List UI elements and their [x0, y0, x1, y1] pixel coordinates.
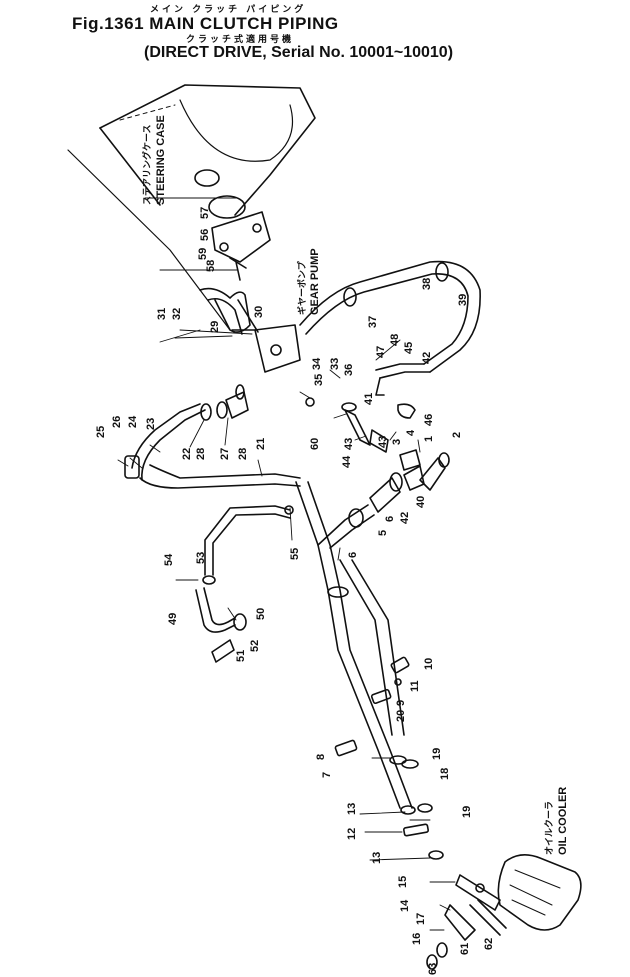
hose-37 — [299, 260, 481, 396]
steering-case-jp-label: ステアリングケース — [141, 124, 152, 205]
part-25-label: 25 — [95, 426, 107, 438]
figure-title: Fig.1361 MAIN CLUTCH PIPING — [72, 14, 339, 33]
part-24-label: 24 — [127, 415, 139, 428]
part-11-label: 11 — [409, 680, 421, 692]
fitting-group-41-44 — [305, 397, 450, 491]
part-58-label: 58 — [205, 260, 217, 272]
part-31-label: 31 — [156, 308, 168, 320]
part-44-label: 44 — [341, 455, 353, 468]
part-13a-label: 13 — [346, 803, 358, 815]
pump-block — [174, 287, 301, 373]
part-22-label: 22 — [181, 448, 193, 460]
part-42a-label: 42 — [421, 352, 433, 364]
part-13b-label: 13 — [371, 852, 383, 864]
part-39-label: 39 — [457, 294, 469, 306]
part-2-label: 2 — [451, 432, 463, 438]
part-18-label: 18 — [439, 768, 451, 780]
flange-plate — [211, 211, 271, 263]
part-17-label: 17 — [415, 913, 427, 925]
leader-lines — [117, 329, 456, 931]
part-19a-label: 19 — [431, 748, 443, 760]
part-41-label: 41 — [363, 393, 375, 405]
part-4-label: 4 — [405, 429, 417, 436]
part-52-label: 52 — [249, 640, 261, 652]
oil-cooler-jp-label: オイルクーラ — [544, 801, 554, 855]
part-49-label: 49 — [167, 613, 179, 625]
part-48-label: 48 — [389, 334, 401, 346]
part-57-label: 57 — [199, 207, 211, 219]
part-59-label: 59 — [197, 248, 209, 260]
part-3-label: 3 — [391, 439, 403, 445]
part-23-label: 23 — [145, 418, 157, 430]
part-47-label: 47 — [375, 346, 387, 358]
part-51-label: 51 — [235, 650, 247, 662]
part-43b-label: 43 — [377, 436, 389, 448]
part-38-label: 38 — [421, 278, 433, 290]
part-53-label: 53 — [195, 552, 207, 564]
title-japanese: メイン クラッチ パイピング — [150, 5, 307, 15]
part-9-label: 9 — [395, 700, 407, 706]
o-ring-57 — [208, 195, 246, 219]
part-55-label: 55 — [289, 548, 301, 560]
hose-fitting-6 — [369, 477, 401, 513]
part-50-label: 50 — [255, 608, 267, 620]
part-63-label: 63 — [427, 963, 439, 975]
subtitle-japanese: クラッチ式適用号機 — [186, 35, 295, 45]
part-14-label: 14 — [399, 899, 411, 912]
oil-cooler-label: OIL COOLER — [557, 787, 569, 855]
part-33-label: 33 — [329, 358, 341, 370]
part-34-label: 34 — [311, 357, 323, 370]
part-6a-label: 6 — [384, 516, 396, 522]
oil-cooler — [426, 854, 582, 970]
pipe-49 — [195, 505, 294, 663]
part-28a-label: 28 — [195, 448, 207, 460]
part-37-label: 37 — [367, 316, 379, 328]
part-12-label: 12 — [346, 828, 358, 840]
part-61-label: 61 — [459, 943, 471, 955]
part-6b-label: 6 — [347, 552, 359, 558]
part-56-label: 56 — [199, 229, 211, 241]
part-20-label: 20 — [395, 710, 407, 722]
part-62-label: 62 — [483, 938, 495, 950]
part-30-label: 30 — [253, 306, 265, 318]
part-27-label: 27 — [219, 448, 231, 460]
steering-case-label: STEERING CASE — [155, 115, 167, 205]
part-8-label: 8 — [315, 754, 327, 760]
part-54-label: 54 — [163, 553, 175, 566]
part-26-label: 26 — [111, 416, 123, 428]
main-pipe-7 — [295, 465, 425, 809]
gear-pump-jp-label: ギヤーポンプ — [296, 260, 307, 315]
part-45-label: 45 — [403, 342, 415, 354]
part-5a-label: 5 — [377, 530, 389, 536]
part-28b-label: 28 — [237, 448, 249, 460]
part-16-label: 16 — [411, 933, 423, 945]
part-7-label: 7 — [321, 772, 333, 778]
lower-fittings — [334, 656, 444, 860]
part-1-label: 1 — [423, 436, 435, 442]
part-19b-label: 19 — [461, 806, 473, 818]
part-21-label: 21 — [255, 438, 267, 450]
part-32-label: 32 — [171, 308, 183, 320]
part-42b-label: 42 — [399, 512, 411, 524]
part-36-label: 36 — [343, 364, 355, 376]
gear-pump-label: GEAR PUMP — [309, 248, 321, 315]
part-60-label: 60 — [309, 438, 321, 450]
part-46-label: 46 — [423, 414, 435, 426]
part-15-label: 15 — [397, 876, 409, 888]
figure-subtitle: (DIRECT DRIVE, Serial No. 10001~10010) — [144, 44, 454, 61]
part-43a-label: 43 — [343, 438, 355, 450]
pipe-23 — [124, 384, 301, 489]
part-10-label: 10 — [423, 658, 435, 670]
part-29-label: 29 — [209, 321, 221, 333]
steering-case-housing — [67, 84, 316, 331]
part-35-label: 35 — [313, 374, 325, 386]
part-40-label: 40 — [415, 496, 427, 508]
